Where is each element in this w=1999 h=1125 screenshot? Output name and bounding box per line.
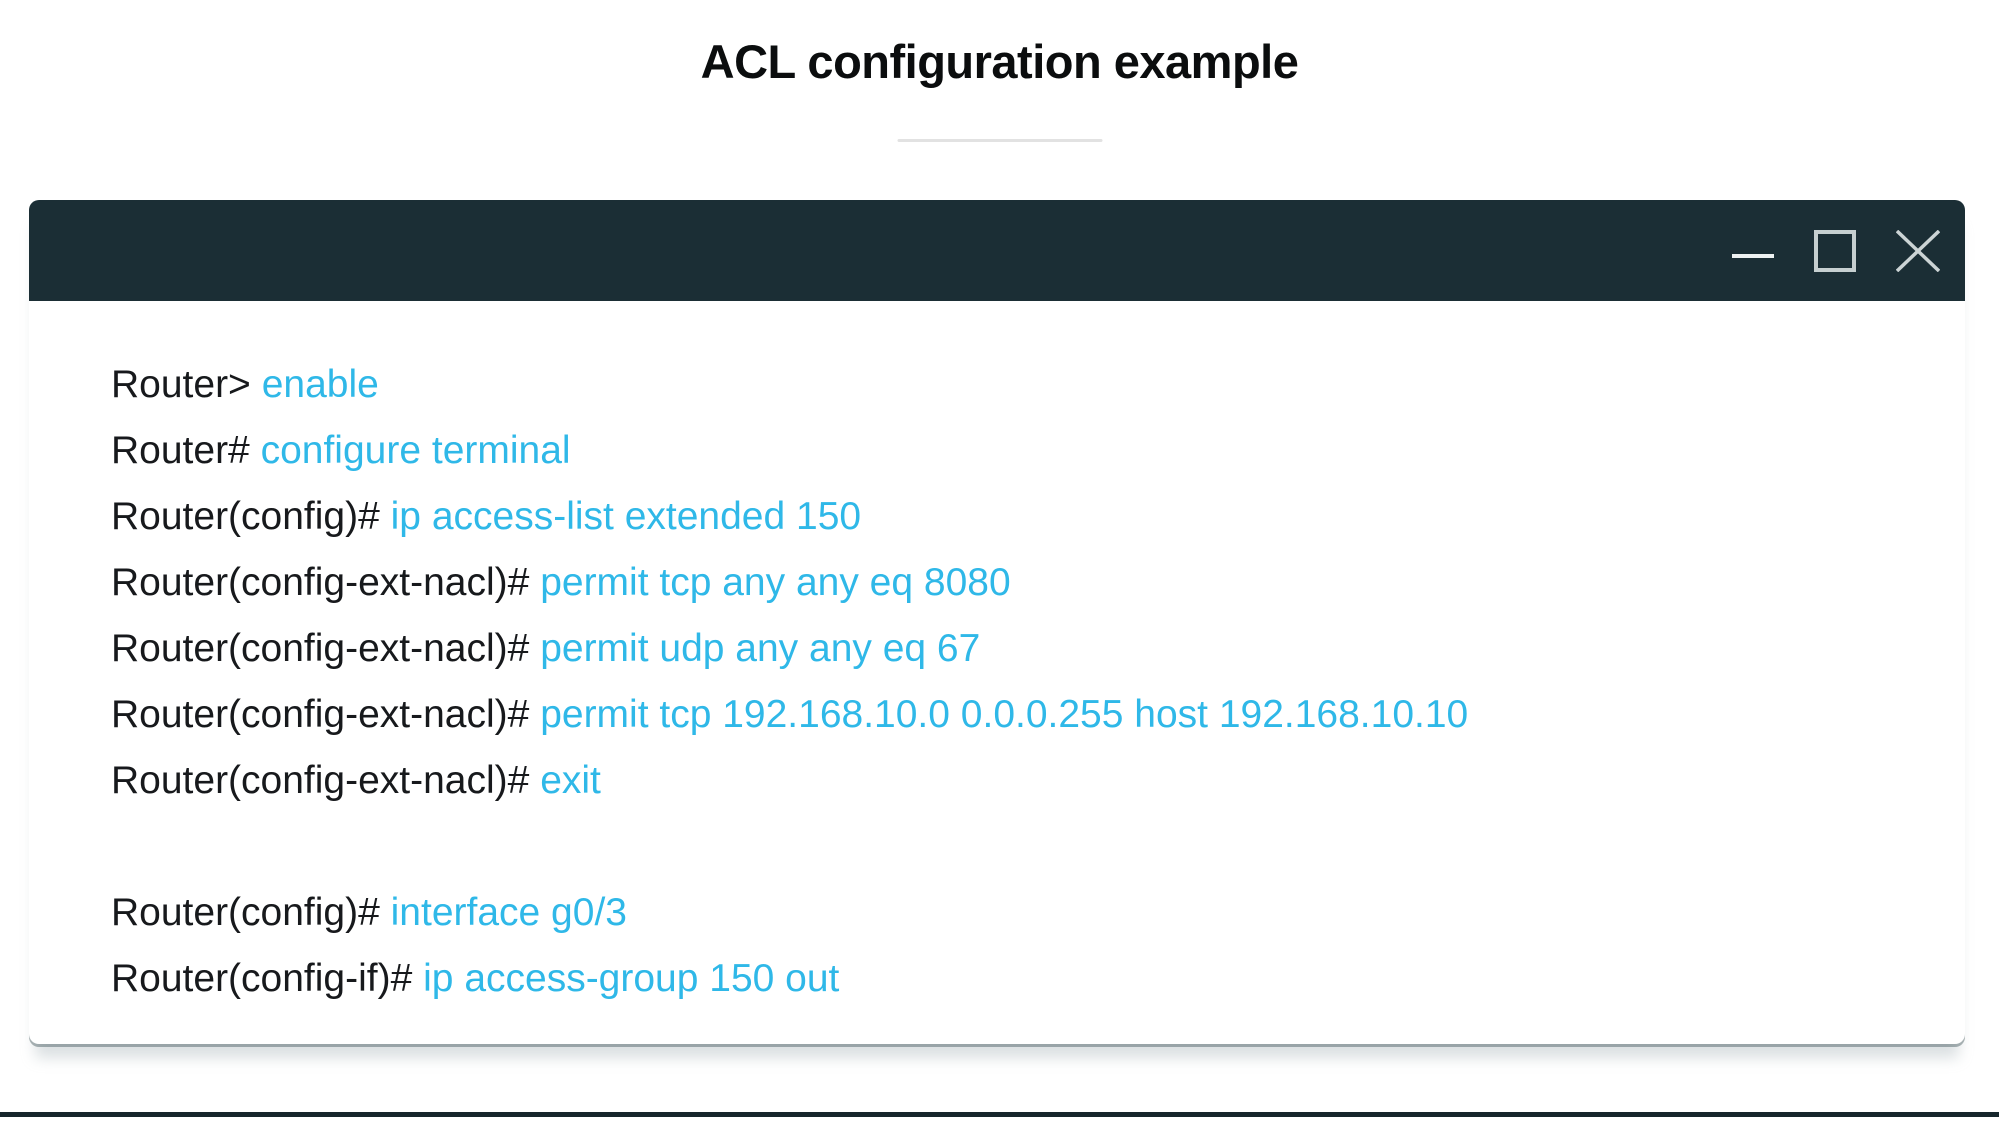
prompt-text: Router(config-ext-nacl)# [111,693,530,736]
command-text: ip access-list extended 150 [390,495,862,538]
prompt-text: Router> [111,363,251,406]
command-text: permit tcp any any eq 8080 [540,561,1011,604]
terminal-line: Router(config-if)# ip access-group 150 o… [111,946,1905,1012]
terminal-line: Router(config-ext-nacl)# permit tcp 192.… [111,682,1905,748]
command-text: interface g0/3 [390,891,627,934]
prompt-text: Router(config-ext-nacl)# [111,627,530,670]
terminal-line: Router(config-ext-nacl)# permit tcp any … [111,550,1905,616]
window-titlebar [29,200,1965,301]
command-text: permit udp any any eq 67 [540,627,981,670]
page-title: ACL configuration example [700,35,1299,88]
terminal-line: Router> enable [111,352,1905,418]
close-button[interactable] [1896,229,1940,272]
terminal-line: Router(config-ext-nacl)# permit udp any … [111,616,1905,682]
maximize-button[interactable] [1814,229,1856,272]
page-bottom-rule [0,1112,1999,1117]
terminal-blank-line [111,814,1905,880]
terminal-line: Router(config)# interface g0/3 [111,880,1905,946]
title-divider [897,139,1102,142]
command-text: permit tcp 192.168.10.0 0.0.0.255 host 1… [540,693,1469,736]
terminal-line: Router(config-ext-nacl)# exit [111,748,1905,814]
close-icon [1896,229,1940,272]
terminal-line: Router(config)# ip access-list extended … [111,484,1905,550]
command-text: exit [540,759,601,802]
window-controls [1732,200,1940,301]
command-text: configure terminal [260,429,571,472]
prompt-text: Router(config-ext-nacl)# [111,759,530,802]
prompt-text: Router(config-if)# [111,957,413,1000]
maximize-icon [1814,229,1856,272]
prompt-text: Router# [111,429,250,472]
prompt-text: Router(config)# [111,495,380,538]
prompt-text: Router(config)# [111,891,380,934]
command-text: enable [261,363,379,406]
minimize-button[interactable] [1732,230,1774,272]
terminal-line: Router# configure terminal [111,418,1905,484]
prompt-text: Router(config-ext-nacl)# [111,561,530,604]
minimize-icon [1732,253,1774,258]
command-text: ip access-group 150 out [423,957,840,1000]
